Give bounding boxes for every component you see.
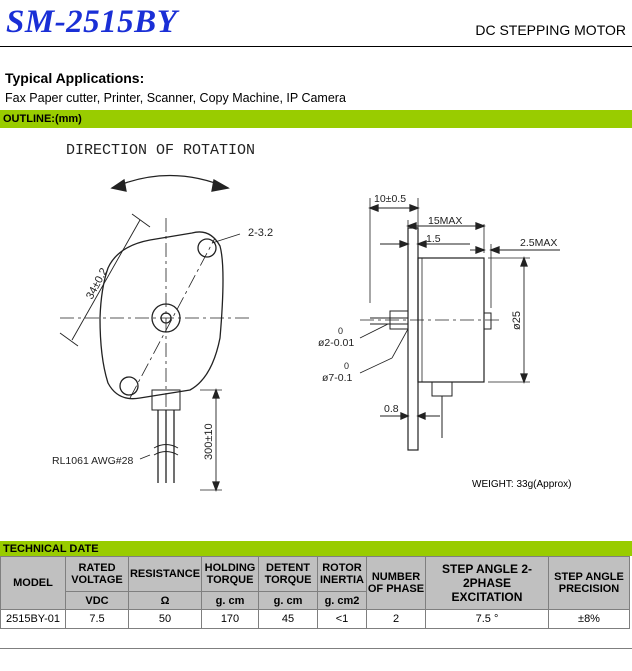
header: SM-2515BY DC STEPPING MOTOR	[0, 0, 632, 46]
unit-rotor-inertia: g. cm2	[317, 591, 367, 610]
header-step-precision: STEP ANGLE PRECISION	[548, 556, 630, 610]
dim-boss-sup: 0	[344, 361, 349, 371]
wire-spec: RL1061 AWG#28	[52, 455, 133, 467]
technical-table: MODEL RATED VOLTAGE RESISTANCE HOLDING T…	[0, 556, 630, 629]
dim-10: 10±0.5	[374, 193, 406, 205]
unit-rated-voltage: VDC	[65, 591, 129, 610]
dim-boss: ø7-0.1	[322, 372, 353, 384]
dim-shaft: ø2-0.01	[318, 337, 354, 349]
unit-detent-torque: g. cm	[258, 591, 318, 610]
cell-detent-torque: 45	[258, 609, 318, 629]
header-divider	[0, 46, 632, 47]
technical-label: TECHNICAL DATE	[0, 541, 632, 556]
cell-rotor-inertia: <1	[317, 609, 367, 629]
bottom-divider	[0, 648, 632, 649]
dim-holes: 2-3.2	[248, 227, 273, 239]
applications-title: Typical Applications:	[5, 70, 145, 86]
outline-drawing: DIRECTION OF ROTATION 2-3.2 34±0.2 300±1…	[52, 142, 560, 492]
table-row: 2515BY-01 7.5 50 170 45 <1 2 7.5 ° ±8%	[0, 609, 630, 629]
dim-diagonal: 34±0.2	[84, 266, 110, 301]
weight-label: WEIGHT: 33g(Approx)	[472, 479, 572, 490]
table-unit-row: VDC Ω g. cm g. cm g. cm2	[1, 591, 630, 610]
dim-lead-length: 300±10	[203, 423, 215, 460]
cell-step-precision: ±8%	[548, 609, 630, 629]
cell-holding-torque: 170	[201, 609, 259, 629]
header-rated-voltage: RATED VOLTAGE	[65, 556, 129, 592]
header-model: MODEL	[0, 556, 66, 610]
model-title: SM-2515BY	[6, 4, 178, 40]
applications-text: Fax Paper cutter, Printer, Scanner, Copy…	[5, 91, 346, 105]
dim-0-8: 0.8	[384, 403, 399, 415]
dim-shaft-sup: 0	[338, 326, 343, 336]
header-rotor-inertia: ROTOR INERTIA	[317, 556, 367, 592]
cell-number-of-phase: 2	[366, 609, 426, 629]
dim-15max: 15MAX	[428, 215, 462, 227]
outline-label: OUTLINE:(mm)	[0, 110, 632, 128]
cell-resistance: 50	[128, 609, 202, 629]
cell-step-angle: 7.5 °	[425, 609, 549, 629]
header-holding-torque: HOLDING TORQUE	[201, 556, 259, 592]
unit-resistance: Ω	[128, 591, 202, 610]
cell-rated-voltage: 7.5	[65, 609, 129, 629]
dim-2-5max: 2.5MAX	[520, 237, 557, 249]
dim-1-5: 1.5	[426, 233, 441, 245]
product-type: DC STEPPING MOTOR	[475, 22, 626, 38]
header-resistance: RESISTANCE	[128, 556, 202, 592]
header-step-angle: STEP ANGLE 2-2PHASE EXCITATION	[425, 556, 549, 610]
header-detent-torque: DETENT TORQUE	[258, 556, 318, 592]
unit-holding-torque: g. cm	[201, 591, 259, 610]
cell-model: 2515BY-01	[0, 609, 66, 629]
header-number-of-phase: NUMBER OF PHASE	[366, 556, 426, 610]
table-header-row: MODEL RATED VOLTAGE RESISTANCE HOLDING T…	[0, 556, 630, 610]
dim-phi25: ø25	[511, 311, 523, 330]
direction-label: DIRECTION OF ROTATION	[66, 142, 255, 159]
